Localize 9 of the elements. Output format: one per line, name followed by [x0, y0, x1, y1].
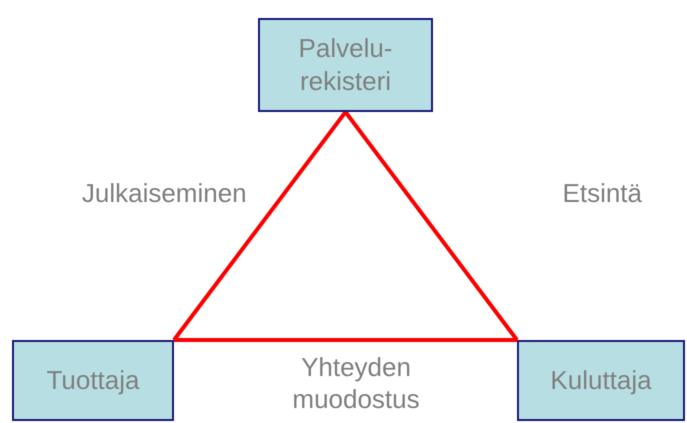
edge-label: Etsintä [562, 176, 643, 209]
process-box: Palvelu- rekisteri [258, 18, 433, 112]
process-box: Tuottaja [12, 340, 174, 421]
connector-line [344, 110, 519, 342]
process-box: Kuluttaja [517, 340, 685, 421]
connector-line [174, 338, 517, 342]
edge-label: Yhteyden muodostus [291, 350, 421, 414]
connector-line [172, 110, 348, 342]
edge-label: Julkaiseminen [80, 176, 248, 209]
